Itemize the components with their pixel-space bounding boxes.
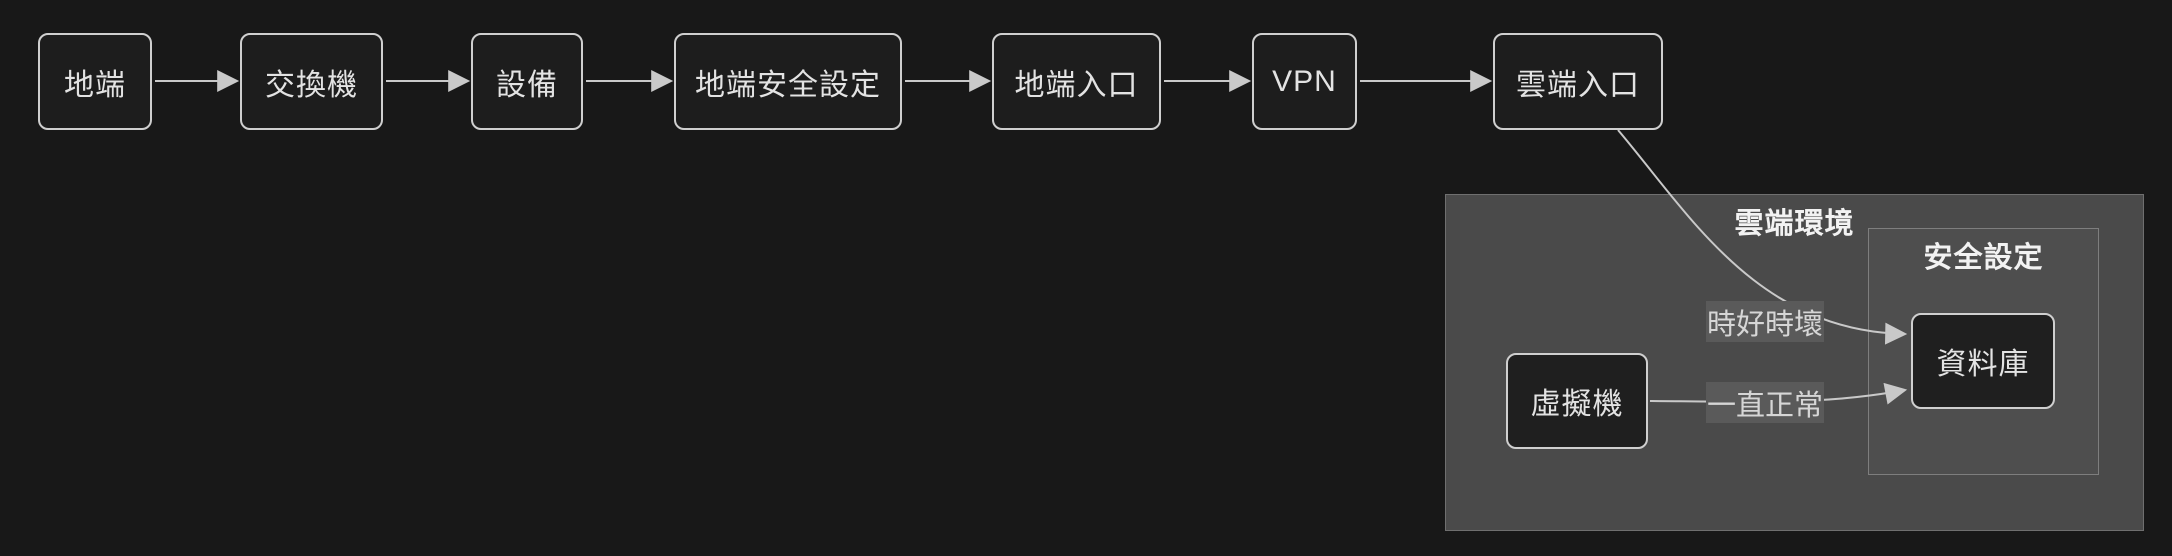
node-vpn-label: VPN xyxy=(1272,64,1337,98)
node-database-label: 資料庫 xyxy=(1936,348,2030,381)
node-onprem-entry: 地端入口 xyxy=(992,33,1161,130)
node-onprem-security-settings: 地端安全設定 xyxy=(674,33,902,130)
node-device-label: 設備 xyxy=(496,68,558,102)
node-on-premises: 地端 xyxy=(38,33,152,130)
node-device: 設備 xyxy=(471,33,583,130)
node-vpn: VPN xyxy=(1252,33,1357,130)
node-switch: 交換機 xyxy=(240,33,383,130)
node-on-premises-label: 地端 xyxy=(64,68,126,102)
node-database: 資料庫 xyxy=(1911,313,2055,409)
subgraph-security-settings-title: 安全設定 xyxy=(1923,242,2044,274)
edge-label-intermittent-text: 時好時壞 xyxy=(1706,308,1823,341)
edge-label-always-normal-text: 一直正常 xyxy=(1706,389,1823,422)
node-virtual-machine-label: 虛擬機 xyxy=(1530,388,1624,421)
node-onprem-entry-label: 地端入口 xyxy=(1014,68,1139,102)
edge-label-always-normal: 一直正常 xyxy=(1706,382,1824,423)
edge-label-intermittent: 時好時壞 xyxy=(1706,301,1824,342)
node-cloud-entry-label: 雲端入口 xyxy=(1516,68,1640,102)
node-onprem-security-settings-label: 地端安全設定 xyxy=(695,68,881,102)
node-virtual-machine: 虛擬機 xyxy=(1506,353,1648,449)
node-cloud-entry: 雲端入口 xyxy=(1493,33,1663,130)
node-switch-label: 交換機 xyxy=(265,68,358,102)
